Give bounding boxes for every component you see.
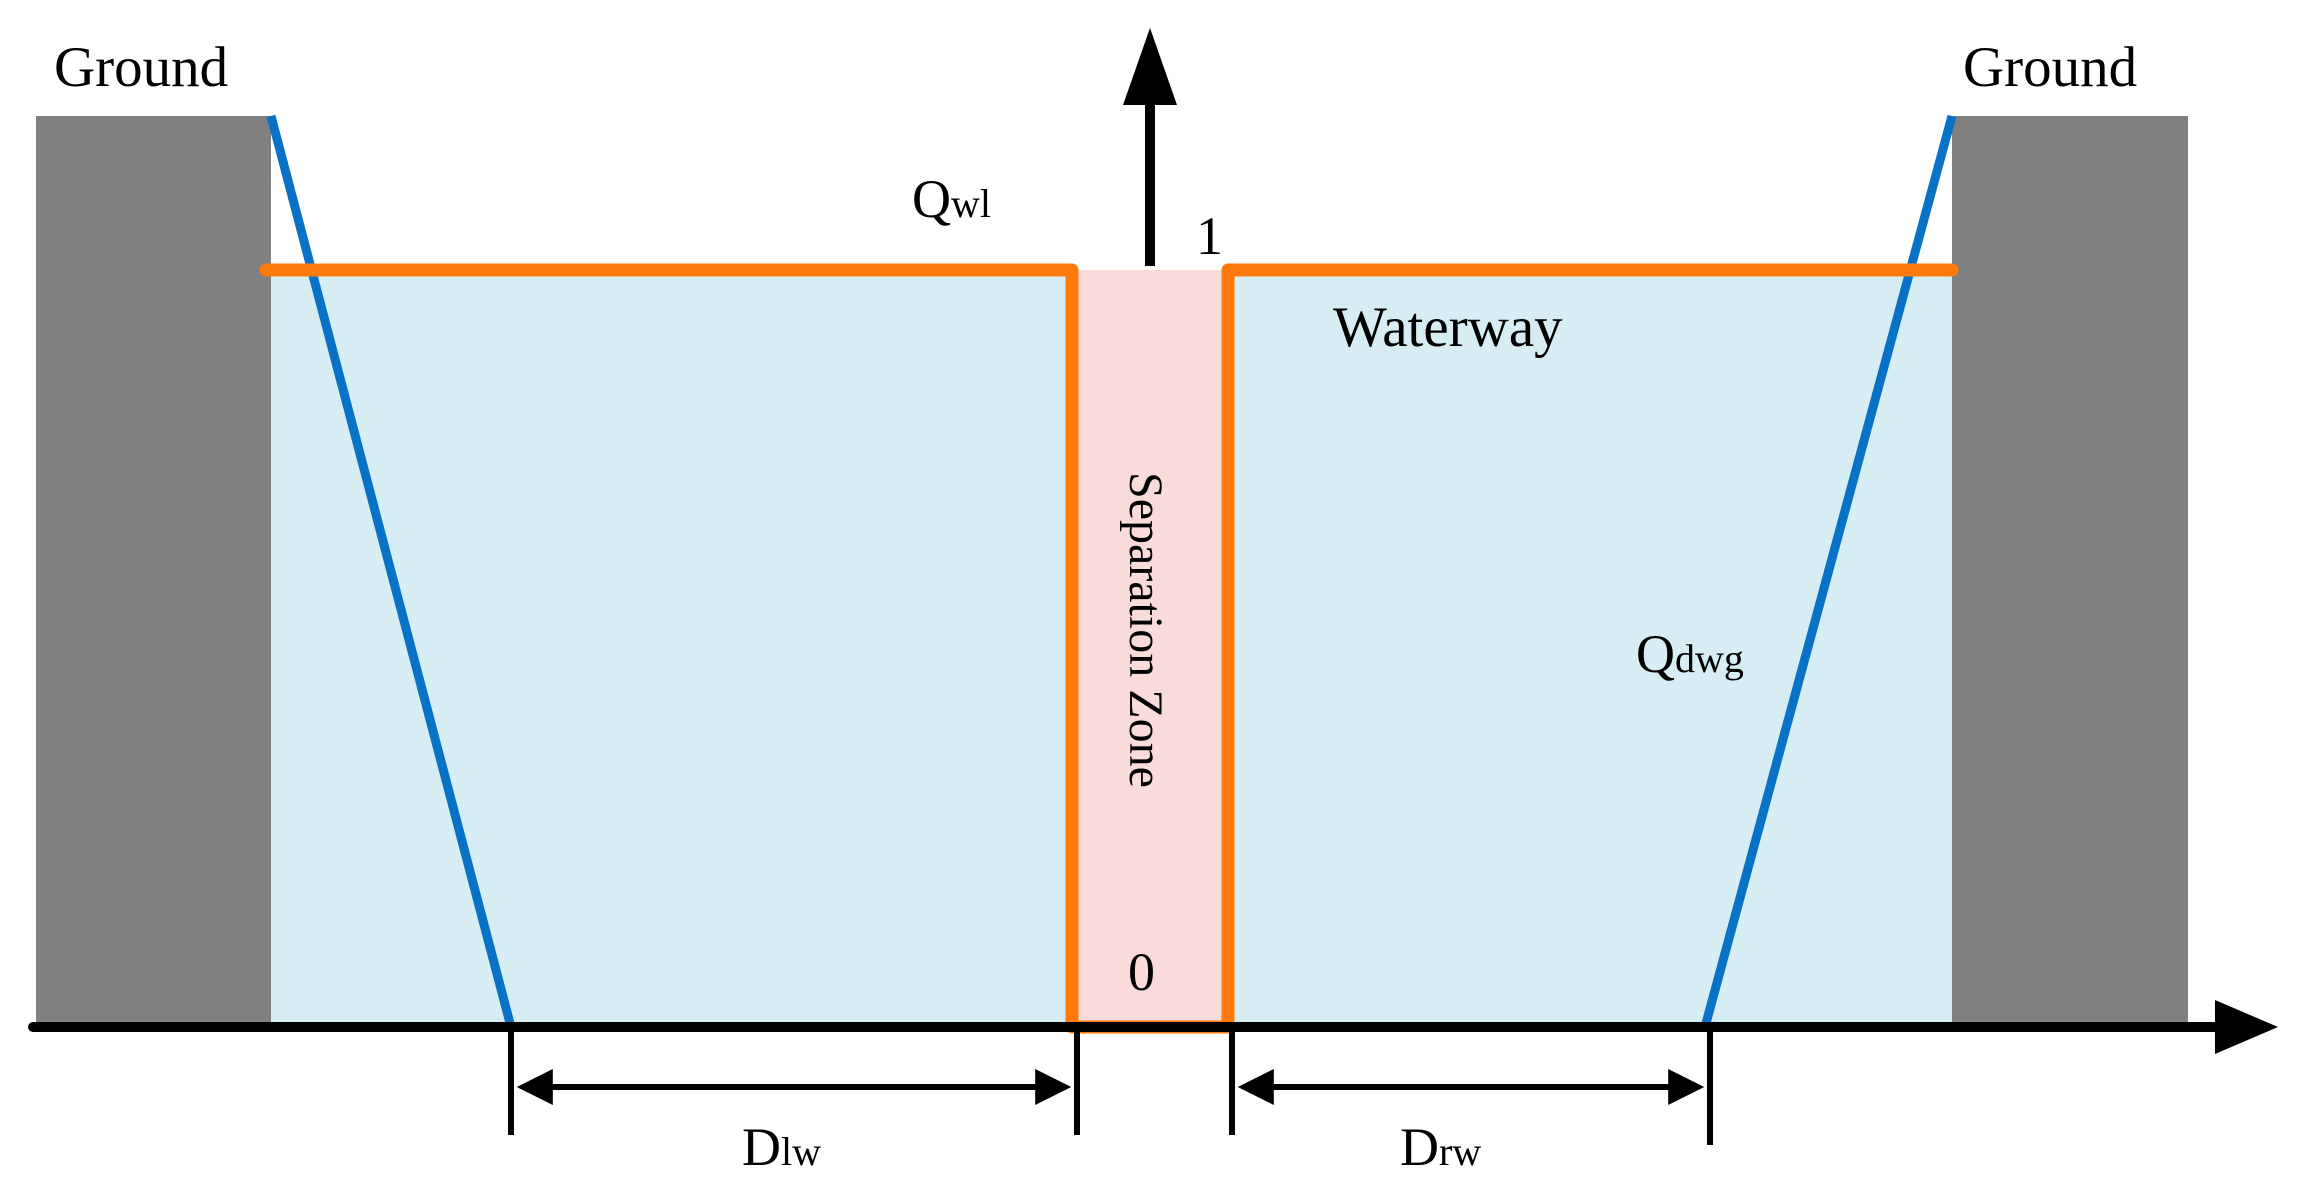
dlw-label-sub: lw [781, 1129, 821, 1174]
tick-label-zero: 0 [1128, 942, 1155, 1002]
drw-label-main: D [1400, 1117, 1439, 1177]
qdwg-label: Qdwg [1636, 624, 1744, 684]
drw-label: Drw [1400, 1117, 1481, 1177]
separation-zone-label: Separation Zone [1119, 472, 1172, 788]
waterway-right-region [1228, 270, 1952, 1027]
qwl-label-sub: wl [951, 181, 991, 226]
qwl-label-main: Q [912, 169, 951, 229]
waterway-left-region [271, 270, 1072, 1027]
dlw-label-main: D [742, 1117, 781, 1177]
qdwg-label-sub: dwg [1675, 636, 1744, 681]
qdwg-label-main: Q [1636, 624, 1675, 684]
waterway-label: Waterway [1333, 296, 1563, 359]
vertical-axis-arrowhead [1123, 28, 1177, 105]
tick-label-one: 1 [1196, 206, 1223, 266]
drw-label-sub: rw [1439, 1129, 1481, 1174]
separation-zone-region [1072, 270, 1228, 1027]
ground-block-left [36, 116, 271, 1027]
qwl-label: Qwl [912, 169, 991, 229]
horizontal-axis-arrowhead [2215, 1000, 2278, 1054]
dlw-label: Dlw [742, 1117, 821, 1177]
ground-label-right: Ground [1963, 36, 2137, 99]
ground-block-right [1952, 116, 2188, 1027]
ground-label-left: Ground [54, 36, 228, 99]
